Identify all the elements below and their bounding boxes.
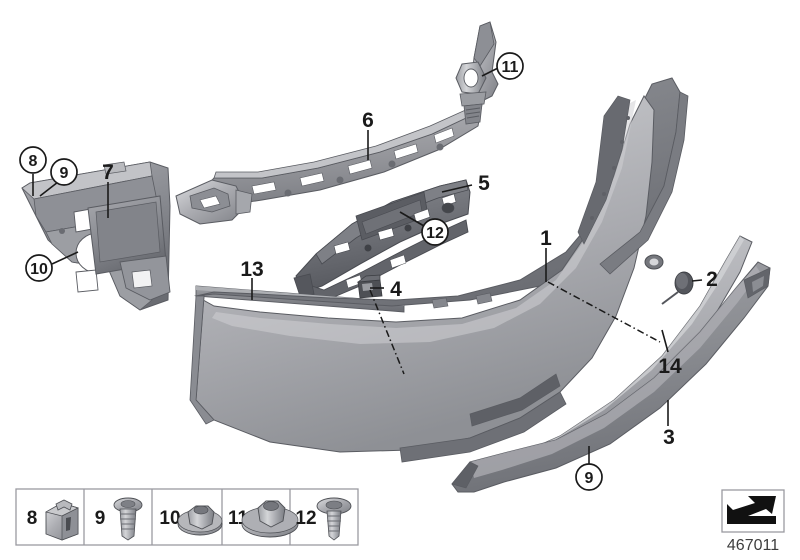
leader-lines (32, 67, 703, 466)
legend-item-11: 11 (228, 500, 299, 538)
callout-10-label: 10 (30, 261, 48, 278)
callout-9b-marker: 9 (575, 463, 603, 491)
legend-item-9: 9 (95, 497, 143, 541)
callout-11-marker: 11 (496, 52, 524, 80)
callout-10-marker: 10 (25, 254, 53, 282)
square-clip-nut-icon (45, 499, 79, 541)
part-cap-2 (661, 271, 694, 305)
callout-7-label: 7 (102, 161, 114, 184)
callout-9-marker: 9 (50, 158, 78, 186)
legend-item-10-number: 10 (159, 508, 180, 529)
large-flanged-hex-nut-icon (241, 500, 299, 538)
diagram-id-label: 467011 (727, 537, 779, 554)
direction-arrow-icon (727, 496, 776, 524)
callout-5-label: 5 (478, 172, 490, 195)
part-lower-valance-3 (451, 261, 771, 493)
callout-13-label: 13 (240, 258, 263, 281)
callout-11-label: 11 (502, 59, 519, 76)
callout-12-label: 12 (426, 225, 444, 242)
dome-head-screw-icon (113, 497, 143, 541)
part-upper-right-bracket (455, 21, 499, 125)
callout-3-label: 3 (663, 426, 675, 449)
callout-8-marker: 8 (19, 146, 47, 174)
callout-9b-label: 9 (585, 470, 594, 487)
callout-14-label: 14 (658, 355, 682, 378)
countersunk-screw-icon (316, 497, 352, 541)
callout-12-marker: 12 (421, 218, 449, 246)
callout-6-label: 6 (362, 109, 374, 132)
legend-item-9-number: 9 (95, 508, 106, 529)
callout-2-label: 2 (706, 268, 718, 291)
legend-item-12: 12 (295, 497, 352, 541)
legend-item-8-number: 8 (27, 508, 38, 529)
flanged-hex-nut-icon (177, 505, 223, 536)
part-impact-beam (175, 101, 483, 225)
hardware-legend: 8 9 1 (15, 488, 359, 546)
part-clip-4 (356, 274, 383, 299)
orientation-block: 467011 (721, 489, 785, 554)
part-rear-bumper-cover (189, 77, 689, 463)
part-side-bracket-left (21, 161, 171, 311)
callout-9-label: 9 (60, 165, 69, 182)
legend-item-12-number: 12 (295, 508, 316, 529)
callout-1-label: 1 (540, 227, 552, 250)
callout-labels: 1 2 3 4 5 6 7 13 14 8 9 10 (19, 52, 718, 491)
legend-item-10: 10 (159, 505, 223, 536)
legend-item-8: 8 (27, 499, 79, 541)
callout-8-label: 8 (29, 153, 38, 170)
callout-4-label: 4 (390, 278, 402, 301)
